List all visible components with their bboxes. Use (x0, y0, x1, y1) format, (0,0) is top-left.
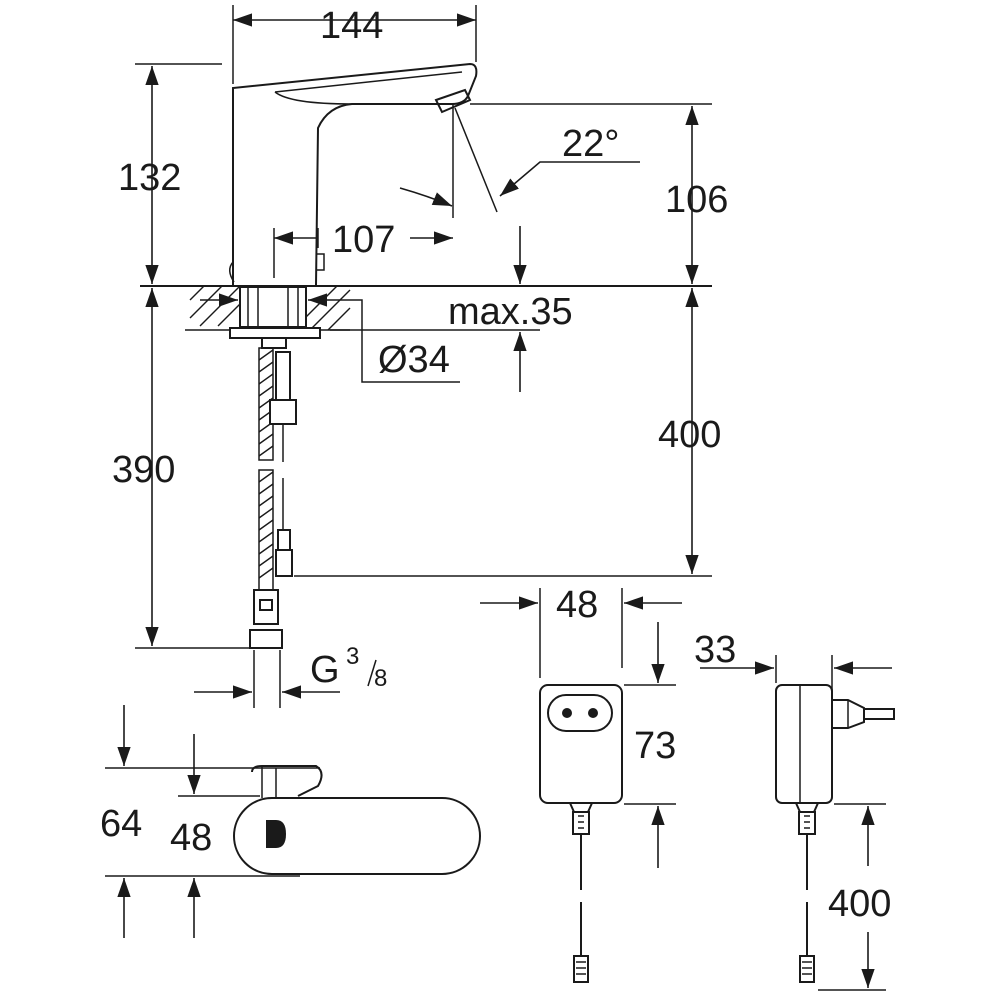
supply-hose (249, 347, 297, 649)
label-thread-denominator: 8 (374, 665, 387, 692)
label-22-degrees: 22° (562, 123, 619, 165)
control-box (105, 705, 481, 938)
countertop-section (140, 285, 712, 349)
label-diameter-34: Ø34 (378, 339, 450, 381)
label-max35: max.35 (448, 291, 573, 333)
power-adapter-front (480, 588, 682, 983)
label-33: 33 (694, 629, 736, 671)
label-106: 106 (665, 179, 728, 221)
label-132: 132 (118, 157, 181, 199)
label-thread-numerator: 3 (346, 643, 359, 670)
label-400-hose: 400 (658, 414, 721, 456)
label-107: 107 (332, 219, 395, 261)
faucet-dimensions (135, 5, 712, 708)
label-48-adapter: 48 (556, 584, 598, 626)
faucet-body (229, 62, 478, 286)
label-400-cable: 400 (828, 883, 891, 925)
label-390: 390 (112, 449, 175, 491)
power-adapter-side (700, 655, 895, 991)
label-thread-g: G (310, 649, 340, 691)
label-48-box: 48 (170, 817, 212, 859)
label-73: 73 (634, 725, 676, 767)
label-64: 64 (100, 803, 142, 845)
label-144: 144 (320, 5, 383, 47)
